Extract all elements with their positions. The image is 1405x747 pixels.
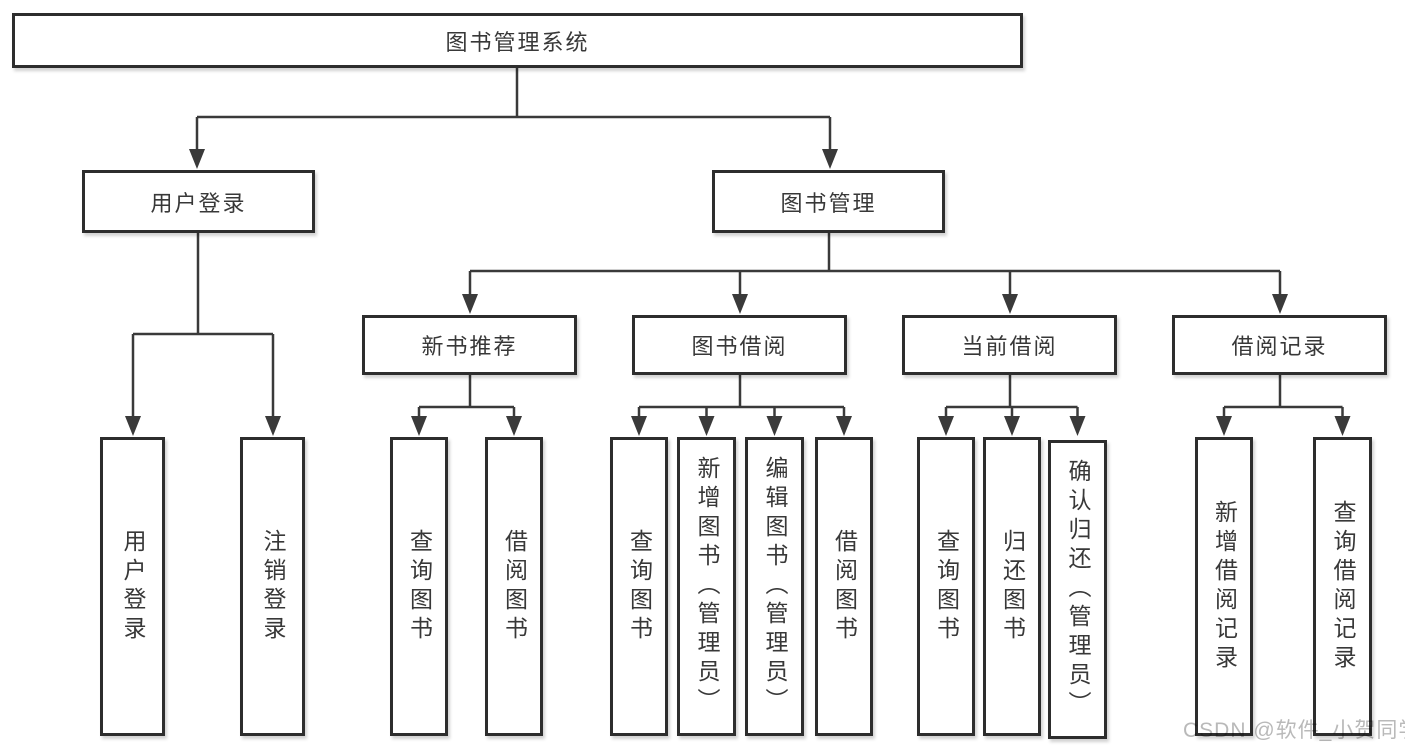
leaf-edit-books-admin: 编辑图书（管理员）: [745, 437, 804, 736]
leaf-query-books-current-label: 查询图书: [933, 528, 960, 645]
node-book-management: 图书管理: [712, 170, 945, 233]
node-new-book-recommendation: 新书推荐: [362, 315, 577, 375]
leaf-add-books-admin: 新增图书（管理员）: [677, 437, 736, 736]
connector-new-book-children: [417, 375, 516, 419]
arrowhead: [1216, 416, 1232, 436]
arrowhead: [125, 416, 141, 436]
node-current-borrowing: 当前借阅: [902, 315, 1117, 375]
node-root: 图书管理系统: [12, 13, 1023, 68]
leaf-add-borrow-record: 新增借阅记录: [1195, 437, 1253, 736]
arrowhead: [938, 416, 954, 436]
arrowhead: [631, 416, 647, 436]
connector-borrowing-records-children: [1222, 375, 1344, 419]
leaf-query-books-current: 查询图书: [917, 437, 975, 736]
leaf-query-books-borrowing: 查询图书: [610, 437, 668, 736]
node-book-borrowing: 图书借阅: [632, 315, 847, 375]
leaf-return-books: 归还图书: [983, 437, 1041, 736]
arrowhead: [1272, 294, 1288, 314]
leaf-borrow-books-borrowing: 借阅图书: [815, 437, 873, 736]
arrowhead: [189, 149, 205, 169]
arrowhead: [1334, 416, 1351, 436]
leaf-borrow-books-borrowing-label: 借阅图书: [831, 528, 858, 645]
leaf-borrow-books-recommend-label: 借阅图书: [501, 528, 528, 645]
connector-user-login-children: [131, 233, 275, 419]
leaf-logout: 注销登录: [240, 437, 305, 736]
node-book-management-label: 图书管理: [780, 190, 877, 216]
arrowhead: [1002, 294, 1018, 314]
arrowhead: [822, 149, 838, 169]
arrowhead: [732, 294, 748, 314]
leaf-query-books-recommend-label: 查询图书: [406, 528, 433, 645]
leaf-query-books-recommend: 查询图书: [390, 437, 448, 736]
leaf-confirm-return-admin-label: 确认归还（管理员）: [1065, 459, 1091, 720]
arrowhead: [462, 294, 478, 314]
arrowhead: [836, 416, 852, 436]
leaf-query-borrow-record: 查询借阅记录: [1313, 437, 1372, 736]
arrowheads: [125, 149, 1351, 436]
node-book-borrowing-label: 图书借阅: [691, 334, 788, 359]
leaf-borrow-books-recommend: 借阅图书: [485, 437, 543, 736]
node-user-login-label: 用户登录: [150, 190, 247, 216]
node-root-label: 图书管理系统: [445, 29, 590, 55]
leaf-user-login: 用户登录: [100, 437, 165, 736]
leaf-add-books-admin-label: 新增图书（管理员）: [694, 456, 720, 717]
leaf-query-books-borrowing-label: 查询图书: [626, 528, 653, 645]
arrowhead: [1004, 416, 1020, 436]
arrowhead: [766, 416, 783, 436]
leaf-user-login-label: 用户登录: [120, 528, 146, 645]
arrowhead: [265, 416, 281, 436]
node-user-login: 用户登录: [82, 170, 315, 233]
connector-root-to-level2: [195, 68, 832, 152]
connector-book-borrowing-children: [637, 375, 846, 419]
arrowhead: [698, 416, 715, 436]
connector-book-management-children: [468, 233, 1282, 297]
arrowhead: [506, 416, 522, 436]
csdn-watermark: CSDN @软件_小贺同学: [1183, 719, 1405, 742]
leaf-return-books-label: 归还图书: [999, 528, 1026, 645]
leaf-confirm-return-admin: 确认归还（管理员）: [1048, 440, 1107, 739]
arrowhead: [411, 416, 427, 436]
leaf-logout-label: 注销登录: [260, 528, 286, 645]
node-new-book-recommendation-label: 新书推荐: [421, 334, 518, 359]
node-borrowing-records: 借阅记录: [1172, 315, 1387, 375]
leaf-query-borrow-record-label: 查询借阅记录: [1330, 499, 1356, 674]
node-current-borrowing-label: 当前借阅: [961, 334, 1058, 359]
leaf-edit-books-admin-label: 编辑图书（管理员）: [762, 456, 788, 717]
leaf-add-borrow-record-label: 新增借阅记录: [1211, 499, 1238, 674]
arrowhead: [1069, 416, 1086, 436]
connector-current-borrowing-children: [944, 375, 1079, 419]
node-borrowing-records-label: 借阅记录: [1231, 334, 1328, 359]
